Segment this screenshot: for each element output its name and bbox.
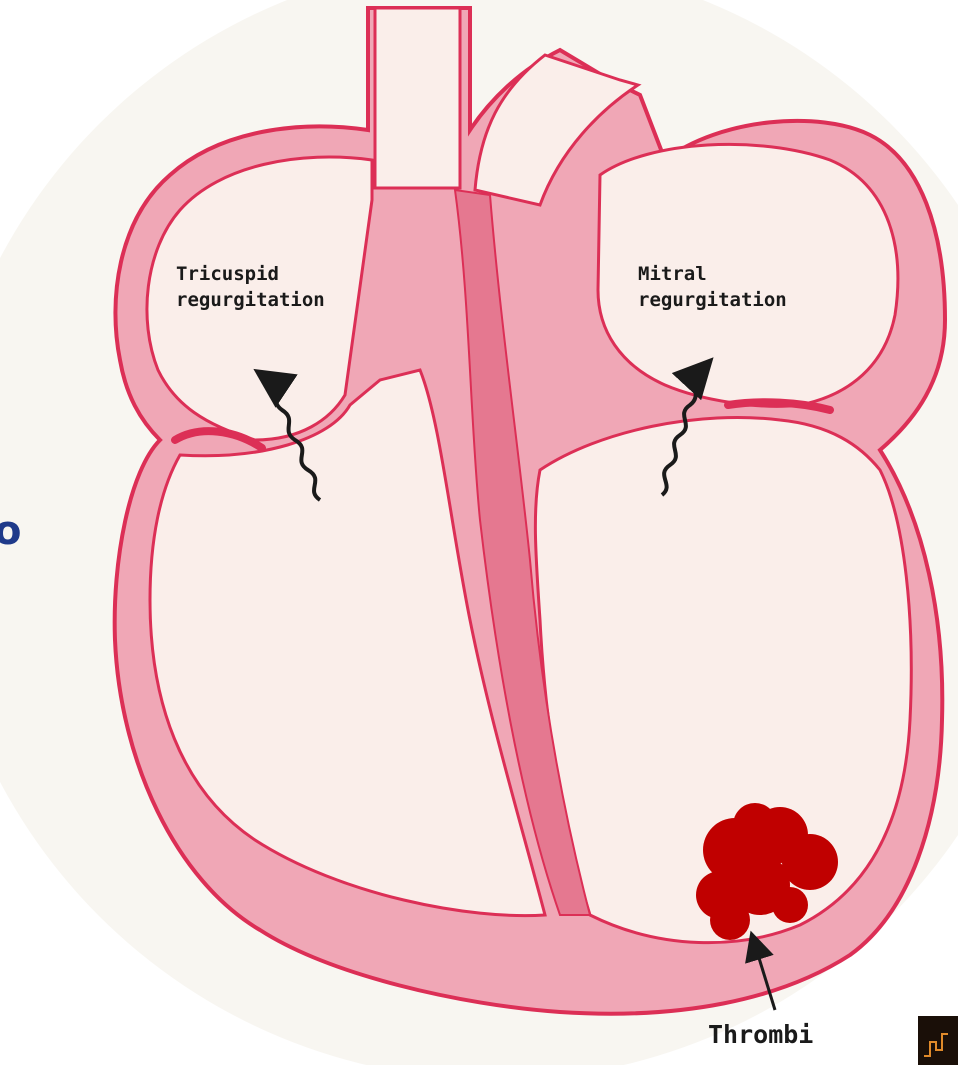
mitral-label: Mitral regurgitation — [638, 262, 787, 313]
tricuspid-label: Tricuspid regurgitation — [176, 262, 325, 313]
thumbnail-icon — [918, 1016, 958, 1065]
thumbnail-graphic — [918, 1016, 958, 1065]
thrombi-label: Thrombi — [708, 1018, 813, 1052]
side-letter: o — [0, 508, 21, 554]
vena-cava — [375, 8, 460, 188]
